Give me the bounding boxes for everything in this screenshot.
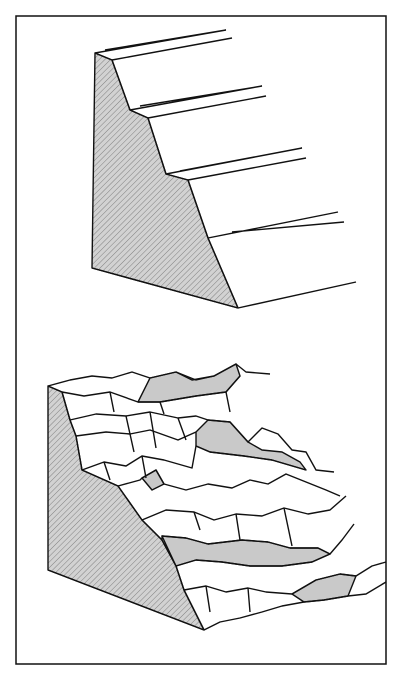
slope-illustration (0, 0, 403, 680)
figure (0, 0, 403, 680)
